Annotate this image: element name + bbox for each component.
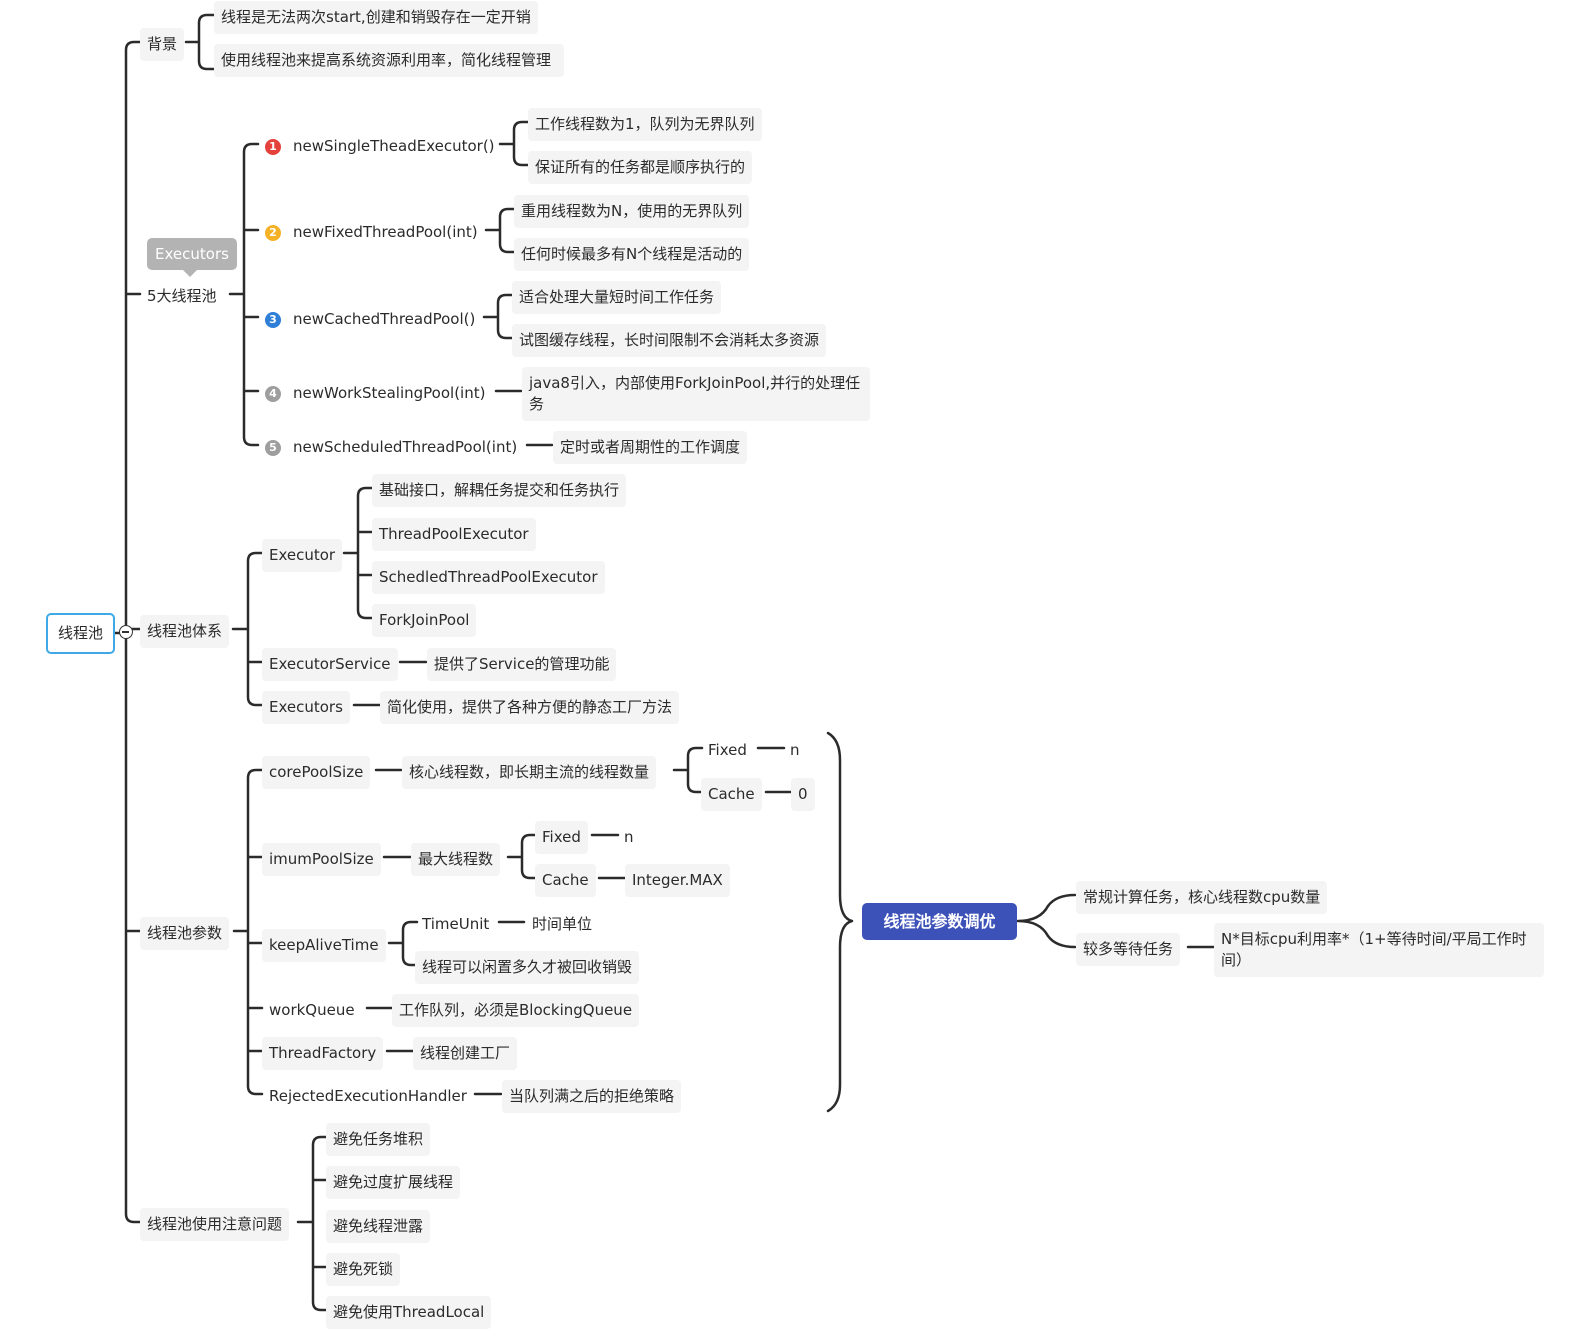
root-node[interactable]: 线程池 <box>46 613 115 654</box>
topic-params[interactable]: 线程池参数 <box>140 917 230 950</box>
max-cache[interactable]: Cache <box>535 864 596 897</box>
pool-single[interactable]: 1 newSingleTheadExecutor() <box>258 130 502 163</box>
max-cache-value[interactable]: Integer.MAX <box>625 864 730 897</box>
priority-2-icon: 2 <box>265 225 281 241</box>
keepalive-unit[interactable]: TimeUnit <box>422 915 490 933</box>
keepalive-unit-desc[interactable]: 时间单位 <box>532 915 593 933</box>
param-factory[interactable]: ThreadFactory <box>262 1037 384 1070</box>
tuning-io[interactable]: 较多等待任务 <box>1076 933 1181 966</box>
max-fixed[interactable]: Fixed <box>535 821 588 854</box>
param-queue[interactable]: workQueue <box>269 1001 355 1019</box>
param-max-desc[interactable]: 最大线程数 <box>411 843 501 876</box>
note-item-4[interactable]: 避免死锁 <box>326 1253 401 1286</box>
collapse-toggle-icon[interactable] <box>119 625 133 639</box>
system-executors[interactable]: Executors <box>262 691 350 724</box>
executors-tag-label: Executors <box>147 238 237 277</box>
pool-cached[interactable]: 3 newCachedThreadPool() <box>258 303 482 336</box>
pool-fixed-detail-2[interactable]: 任何时候最多有N个线程是活动的 <box>514 238 750 271</box>
topic-notes[interactable]: 线程池使用注意问题 <box>140 1208 290 1241</box>
topic-system[interactable]: 线程池体系 <box>140 615 230 648</box>
param-queue-desc[interactable]: 工作队列，必须是BlockingQueue <box>392 994 640 1027</box>
pool-name: newScheduledThreadPool(int) <box>293 438 518 456</box>
executor-child-2[interactable]: ThreadPoolExecutor <box>372 518 536 551</box>
topic-background[interactable]: 背景 <box>140 28 185 61</box>
pool-name: newCachedThreadPool() <box>293 310 476 328</box>
executor-service-desc[interactable]: 提供了Service的管理功能 <box>427 648 617 681</box>
system-executor-service[interactable]: ExecutorService <box>262 648 398 681</box>
pool-scheduled[interactable]: 5 newScheduledThreadPool(int) <box>258 431 524 464</box>
topic-tuning[interactable]: 线程池参数调优 <box>862 903 1017 940</box>
pool-single-detail-1[interactable]: 工作线程数为1，队列为无界队列 <box>528 108 762 141</box>
pool-work-stealing[interactable]: 4 newWorkStealingPool(int) <box>258 377 492 410</box>
keepalive-desc[interactable]: 线程可以闲置多久才被回收销毁 <box>415 951 640 984</box>
pool-name: newFixedThreadPool(int) <box>293 223 478 241</box>
param-handler-desc[interactable]: 当队列满之后的拒绝策略 <box>502 1080 682 1113</box>
note-item-1[interactable]: 避免任务堆积 <box>326 1123 431 1156</box>
core-fixed[interactable]: Fixed <box>708 741 747 759</box>
param-core-desc[interactable]: 核心线程数，即长期主流的线程数量 <box>402 756 657 789</box>
executors-desc[interactable]: 简化使用，提供了各种方便的静态工厂方法 <box>380 691 680 724</box>
core-cache-value[interactable]: 0 <box>791 778 815 811</box>
background-item-2[interactable]: 使用线程池来提高系统资源利用率，简化线程管理 <box>214 44 564 77</box>
core-cache[interactable]: Cache <box>701 778 762 811</box>
param-factory-desc[interactable]: 线程创建工厂 <box>413 1037 518 1070</box>
param-max[interactable]: imumPoolSize <box>262 843 381 876</box>
priority-4-icon: 4 <box>265 386 281 402</box>
priority-1-icon: 1 <box>265 139 281 155</box>
pool-fixed[interactable]: 2 newFixedThreadPool(int) <box>258 216 485 249</box>
pool-name: newWorkStealingPool(int) <box>293 384 486 402</box>
priority-5-icon: 5 <box>265 440 281 456</box>
note-item-2[interactable]: 避免过度扩展线程 <box>326 1166 461 1199</box>
background-item-1[interactable]: 线程是无法两次start,创建和销毁存在一定开销 <box>214 1 538 34</box>
param-keepalive[interactable]: keepAliveTime <box>262 929 386 962</box>
note-item-3[interactable]: 避免线程泄露 <box>326 1210 431 1243</box>
executor-child-1[interactable]: 基础接口，解耦任务提交和任务执行 <box>372 474 627 507</box>
param-handler[interactable]: RejectedExecutionHandler <box>269 1087 467 1105</box>
pool-cached-detail-1[interactable]: 适合处理大量短时间工作任务 <box>512 281 722 314</box>
system-executor[interactable]: Executor <box>262 539 343 572</box>
core-fixed-value[interactable]: n <box>790 741 800 759</box>
topic-five-pools[interactable]: 5大线程池 <box>147 287 217 305</box>
pool-scheduled-detail[interactable]: 定时或者周期性的工作调度 <box>553 431 748 464</box>
note-item-5[interactable]: 避免使用ThreadLocal <box>326 1296 492 1329</box>
tuning-cpu[interactable]: 常规计算任务，核心线程数cpu数量 <box>1076 881 1328 914</box>
pool-name: newSingleTheadExecutor() <box>293 137 495 155</box>
pool-cached-detail-2[interactable]: 试图缓存线程，长时间限制不会消耗太多资源 <box>512 324 827 357</box>
priority-3-icon: 3 <box>265 312 281 328</box>
tuning-io-formula[interactable]: N*目标cpu利用率*（1+等待时间/平局工作时间） <box>1214 923 1544 977</box>
param-core[interactable]: corePoolSize <box>262 756 371 789</box>
pool-work-stealing-detail[interactable]: java8引入，内部使用ForkJoinPool,并行的处理任务 <box>522 367 870 421</box>
executor-child-3[interactable]: SchedledThreadPoolExecutor <box>372 561 605 594</box>
pool-single-detail-2[interactable]: 保证所有的任务都是顺序执行的 <box>528 151 753 184</box>
pool-fixed-detail-1[interactable]: 重用线程数为N，使用的无界队列 <box>514 195 750 228</box>
executor-child-4[interactable]: ForkJoinPool <box>372 604 477 637</box>
max-fixed-value[interactable]: n <box>624 828 634 846</box>
